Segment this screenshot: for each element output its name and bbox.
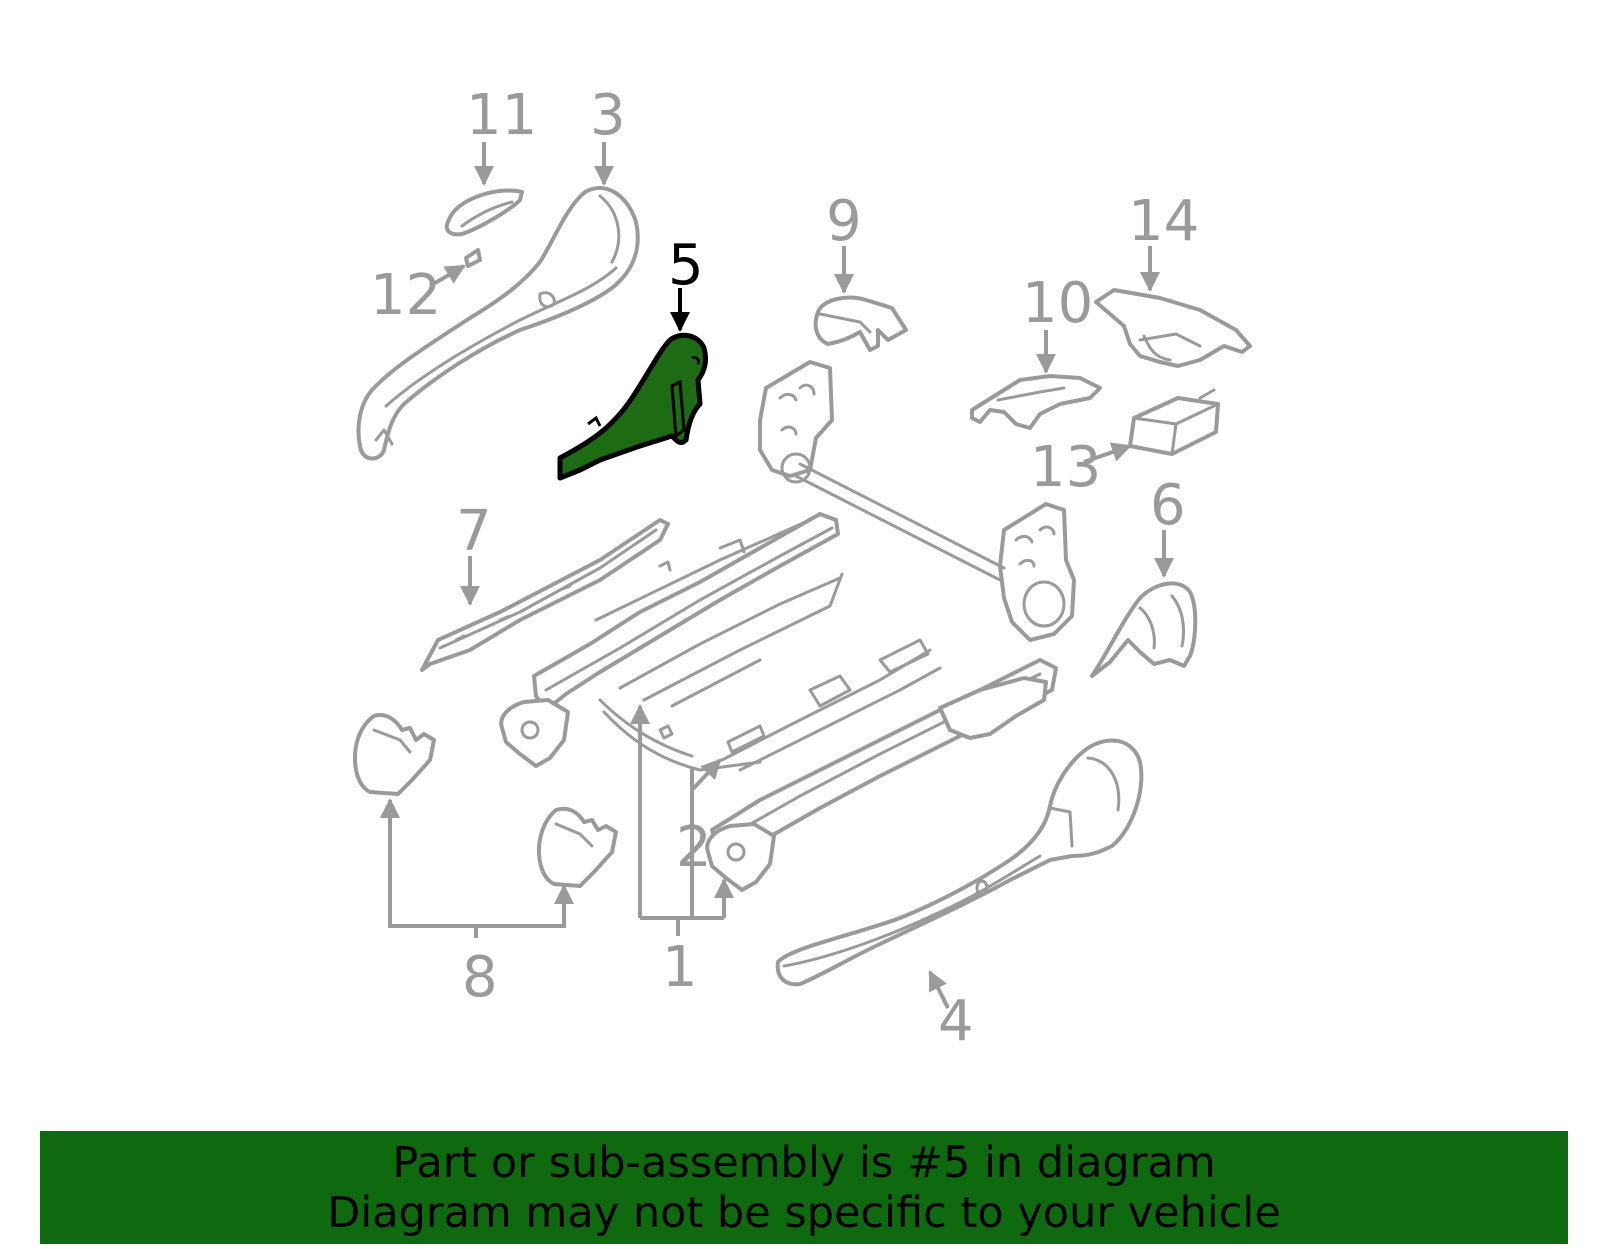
- callout-8: 8: [462, 945, 498, 1010]
- leaders: [380, 142, 1174, 1009]
- part-14-panel[interactable]: [1094, 288, 1252, 368]
- leader-13: [1083, 442, 1132, 464]
- callout-3: 3: [590, 83, 626, 148]
- leader-4: [928, 970, 950, 1009]
- part-9-bracket[interactable]: [813, 295, 908, 352]
- leader-8: [388, 800, 564, 938]
- part-7-track[interactable]: [420, 518, 670, 672]
- part-5-fill[interactable]: [557, 332, 709, 481]
- banner-line-1: Part or sub-assembly is #5 in diagram: [392, 1137, 1216, 1188]
- leader-1-mid-arrow: [690, 758, 722, 818]
- callout-2: 2: [676, 815, 712, 880]
- callout-11: 11: [466, 83, 537, 148]
- callout-13: 13: [1030, 435, 1101, 500]
- part-11-cap[interactable]: [444, 188, 524, 237]
- part-8-cap-right[interactable]: [537, 806, 618, 888]
- part-10-bracket[interactable]: [970, 374, 1102, 430]
- part-12-clip[interactable]: [464, 248, 482, 268]
- leader-12: [428, 264, 466, 288]
- part-6-shield[interactable]: [1090, 581, 1198, 678]
- callout-labels: 11 3 12 5 9 14 10 13 6 7 2 8 1 4: [370, 83, 1199, 1054]
- part-4-inner-shield[interactable]: [775, 738, 1144, 987]
- banner-line-2: Diagram may not be specific to your vehi…: [327, 1187, 1281, 1238]
- callout-5: 5: [668, 233, 704, 298]
- part-5-highlighted-shield[interactable]: [557, 332, 709, 481]
- callout-7: 7: [456, 499, 492, 564]
- part-8-cap-left[interactable]: [353, 713, 436, 796]
- callout-1: 1: [662, 935, 698, 1000]
- callout-10: 10: [1022, 271, 1093, 336]
- callout-9: 9: [826, 189, 862, 254]
- callout-6: 6: [1150, 473, 1186, 538]
- part-3-side-shield[interactable]: [356, 185, 640, 461]
- callout-12: 12: [370, 263, 441, 328]
- callout-14: 14: [1128, 189, 1199, 254]
- callout-4: 4: [938, 989, 974, 1054]
- info-banner: Part or sub-assembly is #5 in diagram Di…: [40, 1131, 1568, 1244]
- part-13-module[interactable]: [1128, 388, 1220, 456]
